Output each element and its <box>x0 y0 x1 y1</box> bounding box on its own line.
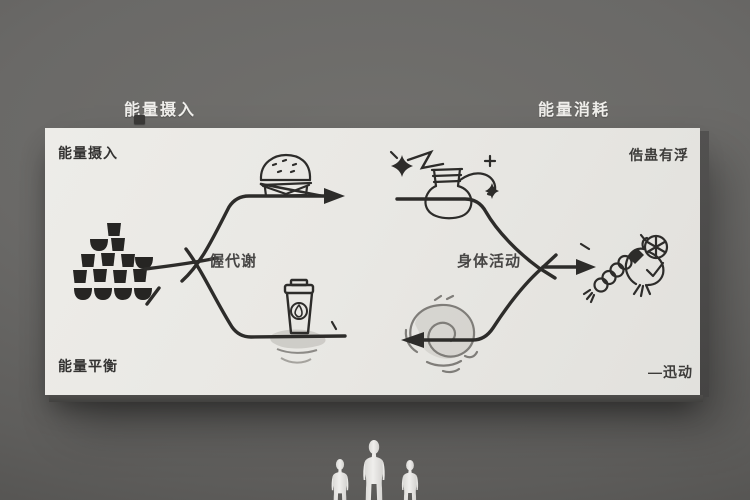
coffee-cup-icon <box>283 278 315 335</box>
header-label-energy-intake: 能量摄入 <box>124 102 197 119</box>
human-silhouette-center <box>363 440 385 500</box>
board-label-bottom-left: 能量平衡 <box>58 358 118 374</box>
hamburger-icon <box>259 153 313 198</box>
human-silhouette-right <box>401 460 419 500</box>
board-label-bottom-right: —迅动 <box>648 364 693 380</box>
label-physical-activity-junction: 身体活动 <box>457 253 522 270</box>
board-label-top-right: 俈蛊有浮 <box>629 147 689 163</box>
swirl-pastry-icon <box>404 294 479 374</box>
arrow-right-output <box>576 259 596 275</box>
stacked-bowls-icon <box>73 223 153 300</box>
arrow-left-swirl <box>401 332 424 348</box>
board-label-top-left: 能量摄入 <box>58 145 118 161</box>
pin-icon <box>134 115 145 124</box>
whisk-citrus-icon <box>579 233 669 304</box>
whiteboard: 能量摄入 俈蛊有浮 能量平衡 —迅动 偓代谢 身体活动 <box>45 128 709 402</box>
label-metabolism-junction: 偓代谢 <box>209 253 258 270</box>
coffee-smudge <box>270 320 338 364</box>
board-bottom-edge-shadow <box>49 395 703 402</box>
flow-diagram <box>73 149 669 374</box>
flow-lanes <box>143 182 578 342</box>
human-silhouette-left <box>331 459 349 500</box>
kettle-sparkles-icon <box>389 149 499 220</box>
header-label-energy-expenditure: 能量消耗 <box>538 102 611 119</box>
arrowhead-icons <box>324 188 596 348</box>
board-right-edge-shadow <box>700 131 709 397</box>
arrow-right-burger <box>324 188 345 204</box>
human-silhouettes <box>331 440 419 500</box>
